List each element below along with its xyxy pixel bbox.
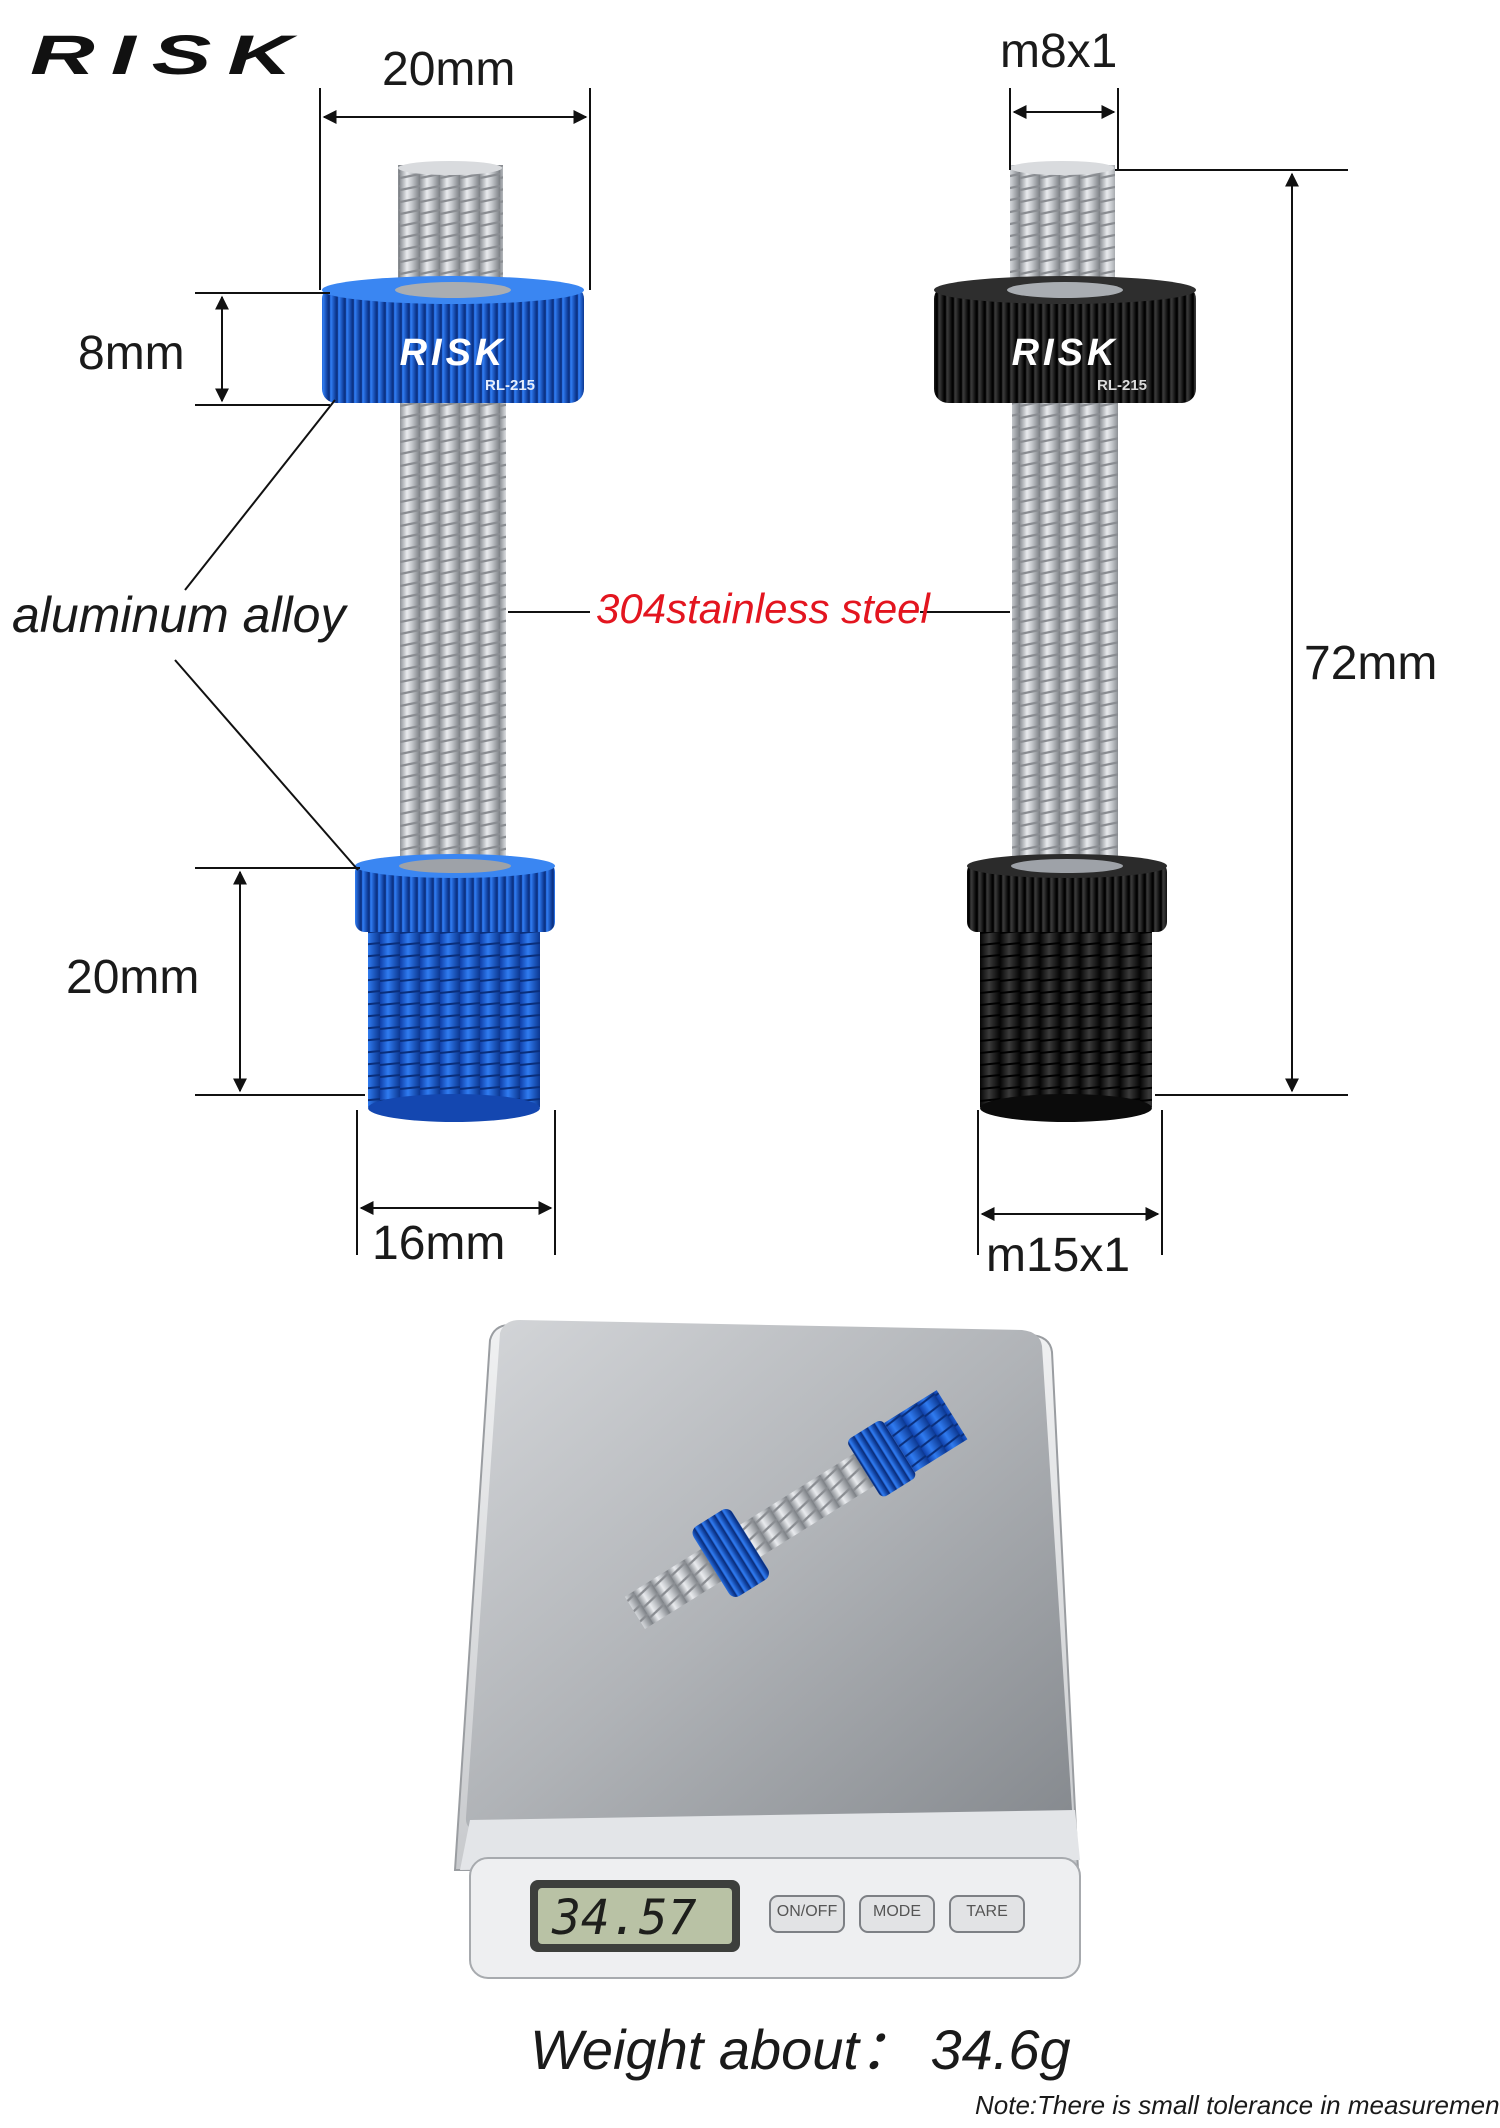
black-tool: RISK RL-215 [934, 161, 1196, 1122]
dimension-lines [174, 88, 1348, 1255]
digital-scale [453, 1320, 1081, 1979]
svg-text:RISK: RISK [400, 332, 507, 374]
scale-display: 34.57 [552, 1890, 697, 1946]
nut-model-label-black: RL-215 [1097, 377, 1147, 394]
blue-tool: RISK RL-215 [322, 161, 584, 1122]
base-height-label: 20mm [66, 951, 200, 1004]
mode-button: MODE [873, 1903, 921, 1920]
stainless-steel-callout: 304stainless steel [596, 585, 930, 632]
thread-top-label: m8x1 [1000, 25, 1118, 78]
nut-model-label-blue: RL-215 [485, 377, 535, 394]
total-length-label: 72mm [1304, 637, 1438, 690]
aluminum-alloy-callout: aluminum alloy [12, 587, 346, 643]
tolerance-note: Note:There is small tolerance in measure… [975, 2090, 1500, 2120]
brand-logo: RISK [30, 23, 309, 86]
on-off-button: ON/OFF [776, 1903, 838, 1920]
nut-height-label: 8mm [78, 327, 185, 380]
tare-button: TARE [966, 1903, 1008, 1920]
svg-text:RISK: RISK [1012, 332, 1119, 374]
weight-label: Weight about： 34.6g [530, 2018, 1071, 2081]
thread-bottom-label: m15x1 [986, 1229, 1131, 1282]
top-width-label: 20mm [382, 43, 516, 96]
base-width-label: 16mm [372, 1217, 506, 1270]
